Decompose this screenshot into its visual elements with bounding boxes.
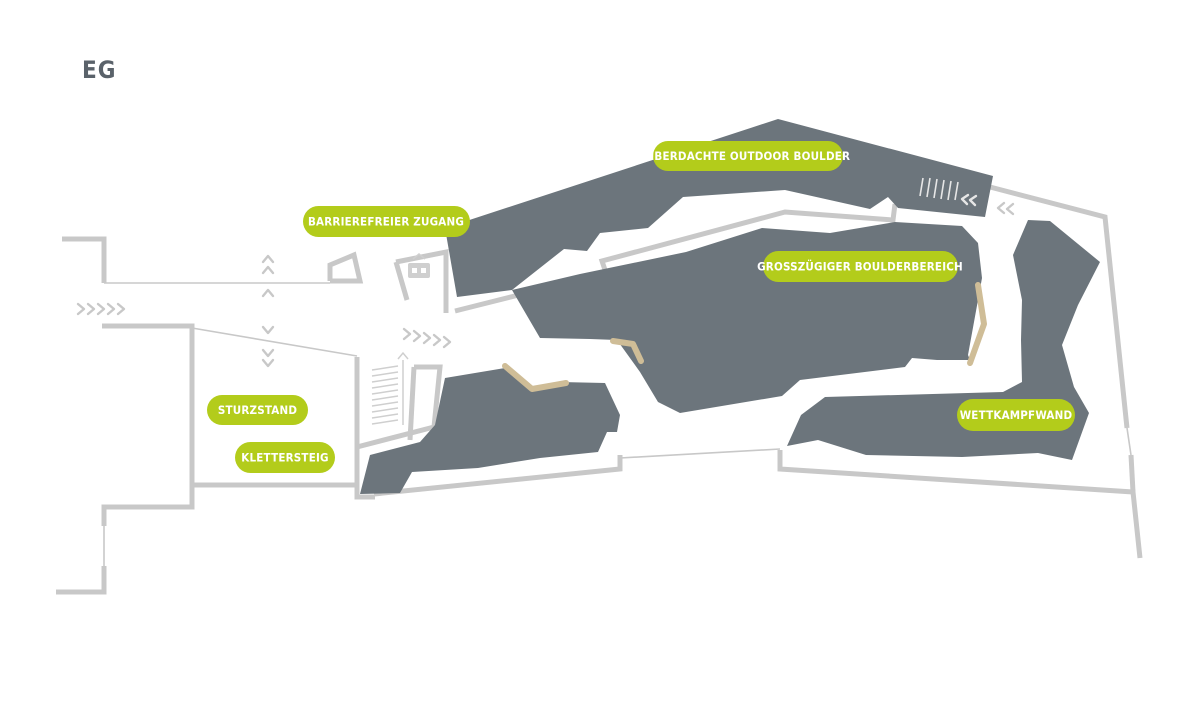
label-outdoor-boulder-text: ÜBERDACHTE OUTDOOR BOULDER [646,148,850,163]
label-barrier-free-access[interactable]: BARRIEREFREIER ZUGANG [303,206,470,237]
outdoor-boulder-block [445,119,993,297]
floor-label: EG [82,56,117,84]
label-sturzstand[interactable]: STURZSTAND [207,395,308,425]
outdoor-stairs-icon [919,177,959,201]
wooden-elements [502,282,987,392]
label-outdoor-boulder[interactable]: ÜBERDACHTE OUTDOOR BOULDER [646,141,850,171]
stairs-icon [371,351,409,425]
label-boulder-area-text: GROSSZÜGIGER BOULDERBEREICH [757,259,963,274]
label-sturzstand-text: STURZSTAND [218,403,297,417]
elevator-icon [408,253,430,278]
label-boulder-area[interactable]: GROSSZÜGIGER BOULDERBEREICH [757,251,963,282]
label-barrier-free-access-text: BARRIEREFREIER ZUGANG [308,215,464,229]
label-klettersteig[interactable]: KLETTERSTEIG [235,442,335,473]
label-klettersteig-text: KLETTERSTEIG [241,451,328,465]
label-competition-wall[interactable]: WETTKAMPFWAND [957,399,1075,431]
building-walls [56,184,1143,595]
label-competition-wall-text: WETTKAMPFWAND [960,408,1073,422]
thin-walls [103,282,1132,566]
chevron-arrow-icon [76,193,1015,368]
lower-boulder-block [360,368,620,494]
